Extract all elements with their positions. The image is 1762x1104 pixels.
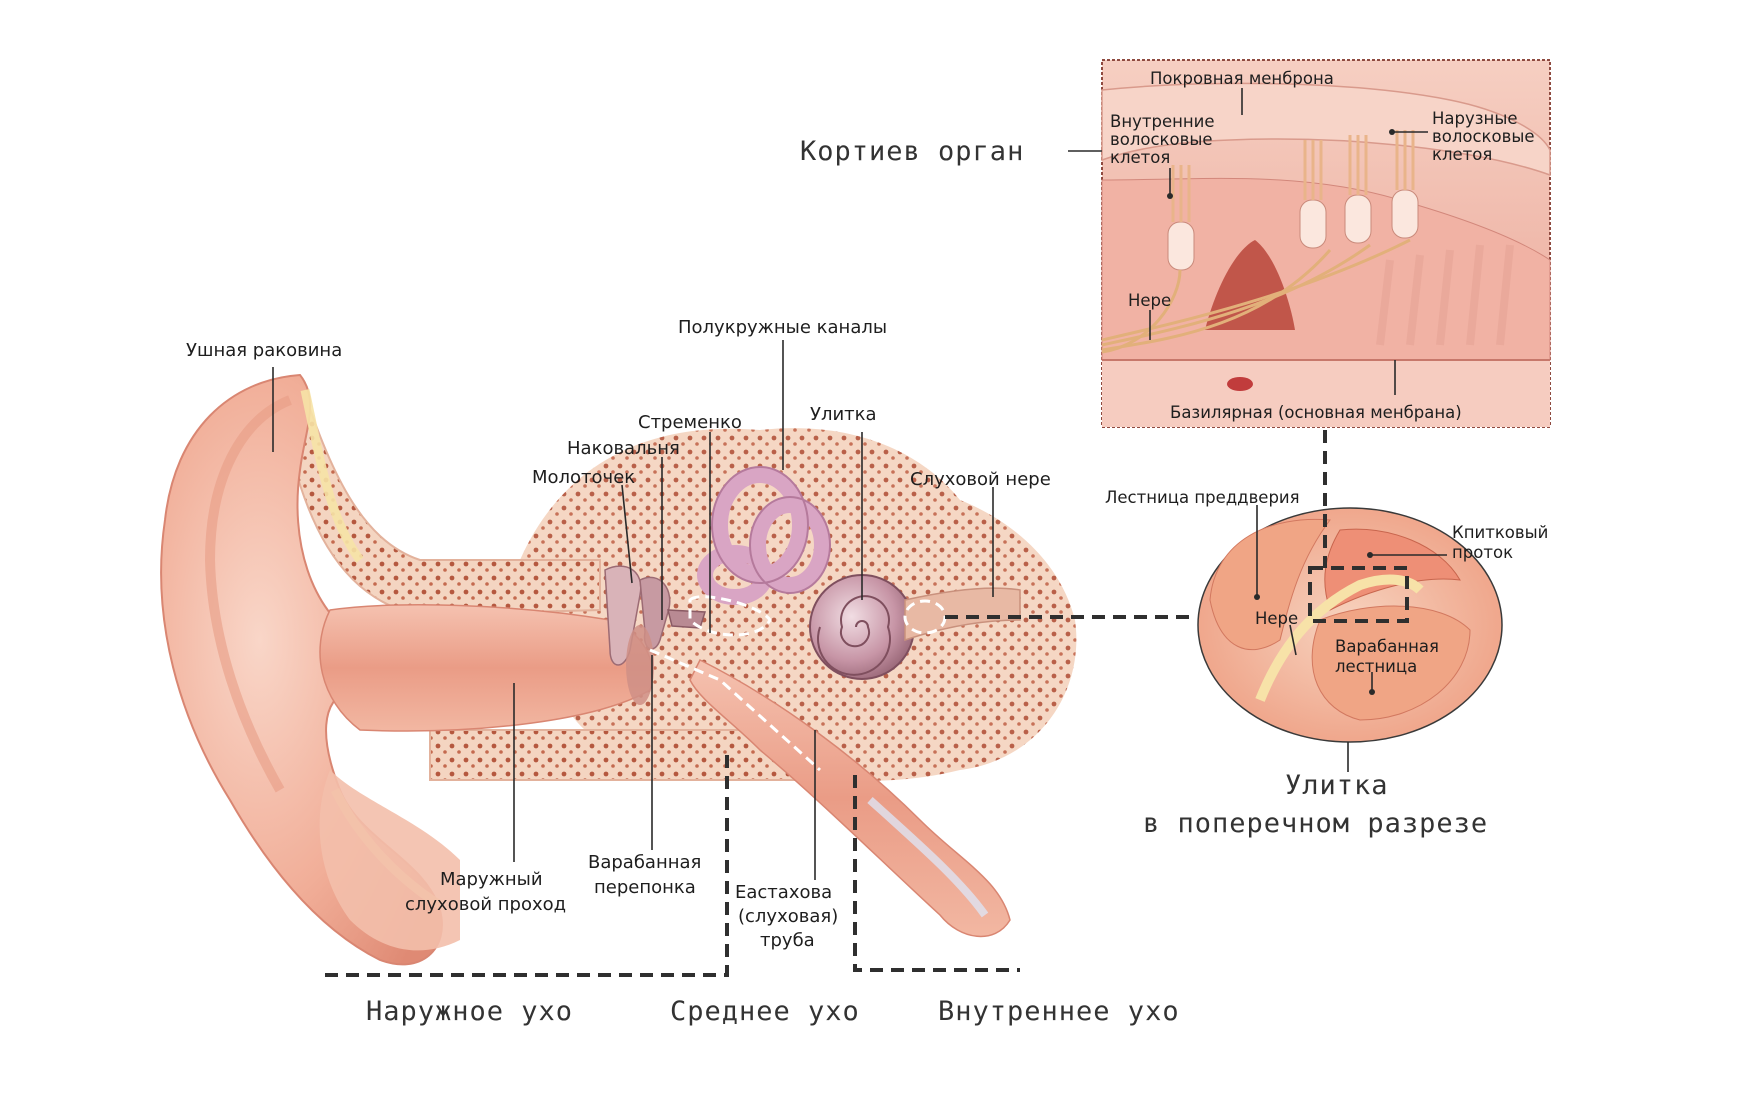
- corti-leaders: [1149, 88, 1428, 395]
- eardrum-shape: [626, 625, 654, 705]
- semicircular-canals-shape: [697, 467, 830, 605]
- pillar-cells: [1376, 244, 1514, 346]
- section-middle-ear: Среднее ухо: [670, 996, 860, 1027]
- label-canal-line2: слуховой проход: [405, 894, 566, 915]
- vessel: [1227, 377, 1253, 391]
- semicircular-outline: [711, 466, 831, 594]
- label-eustachian-line3: труба: [760, 930, 815, 951]
- tube-outline: [649, 648, 822, 772]
- nerve-fibers: [1101, 238, 1411, 354]
- inner-hair-cells: [1167, 165, 1195, 271]
- label-incus: Наковальня: [567, 438, 680, 459]
- label-basilar: Базилярная (основная менбрана): [1170, 403, 1462, 422]
- label-eardrum-line1: Варабанная: [588, 852, 701, 873]
- label-malleus: Молоточек: [532, 467, 635, 488]
- label-scala-vestibuli: Лестница преддверия: [1105, 488, 1300, 507]
- label-cochlea: Улитка: [810, 404, 877, 425]
- eustachian-highlight: [867, 797, 989, 918]
- scala-vestibuli: [1209, 518, 1331, 650]
- label-tectorial: Покровная менброна: [1150, 69, 1334, 88]
- label-outer-hair-line3: клетоя: [1432, 145, 1492, 164]
- section-outer-ear: Наружное ухо: [366, 996, 573, 1027]
- label-corti-nerve: Нере: [1128, 291, 1171, 310]
- organ-membrane: [1255, 574, 1424, 702]
- helix-fold: [204, 395, 292, 793]
- label-semicircular-canals: Полукружные каналы: [678, 317, 887, 338]
- section-leaders: [1254, 505, 1447, 772]
- label-outer-hair-line2: волосковые: [1432, 127, 1535, 146]
- ear-illustration: [160, 373, 1077, 966]
- leader-lines: [272, 340, 994, 880]
- label-auditory-nerve: Слуховой нере: [910, 469, 1051, 490]
- label-tympani-line1: Варабанная: [1335, 637, 1439, 656]
- lower-soft-tissue: [319, 770, 460, 951]
- cartilage: [300, 389, 364, 563]
- label-eustachian-line1: Еастахова: [735, 882, 832, 903]
- cochlea-cross-section: [1197, 505, 1503, 772]
- corti-organ-inset: [1101, 59, 1551, 428]
- cross-section-title-line1: Улитка: [1285, 770, 1389, 801]
- label-eardrum-line2: перепонка: [594, 877, 696, 898]
- cross-section-title-line2: в поперечном разрезе: [1143, 808, 1488, 839]
- scala-tympani: [1311, 605, 1471, 721]
- label-eustachian-line2: (слуховая): [738, 906, 838, 927]
- label-inner-hair-line2: волосковые: [1110, 130, 1213, 149]
- label-duct-line2: проток: [1452, 543, 1513, 562]
- label-inner-hair-line1: Внутренние: [1110, 112, 1215, 131]
- label-pinna: Ушная раковина: [186, 340, 342, 361]
- tectorial-membrane-shape: [1101, 82, 1551, 177]
- connector-lines: [945, 430, 1327, 619]
- middle-ear-outline: [688, 595, 772, 637]
- label-duct-line1: Кпитковый: [1452, 523, 1548, 542]
- outer-hair-cells: [1299, 130, 1419, 249]
- malleus-shape: [604, 565, 642, 666]
- label-outer-hair-line1: Нарузные: [1432, 109, 1518, 128]
- corti-title: Кортиев орган: [800, 136, 1024, 167]
- label-tympani-line2: лестница: [1335, 657, 1417, 676]
- basilar-membrane-band: [1102, 360, 1550, 427]
- temporal-bone: [520, 428, 1077, 781]
- eustachian-tube-shape: [689, 658, 1011, 937]
- corti-region-marker: [1308, 566, 1409, 623]
- section-inner-ear: Внутреннее ухо: [938, 996, 1180, 1027]
- label-stapes: Стременко: [638, 412, 742, 433]
- cochlea-spiral: [817, 595, 891, 676]
- label-inner-hair-line3: клетоя: [1110, 148, 1170, 167]
- section-brackets: [325, 755, 1020, 977]
- label-section-nerve: Нере: [1255, 609, 1298, 628]
- label-canal-line1: Маружный: [440, 869, 543, 890]
